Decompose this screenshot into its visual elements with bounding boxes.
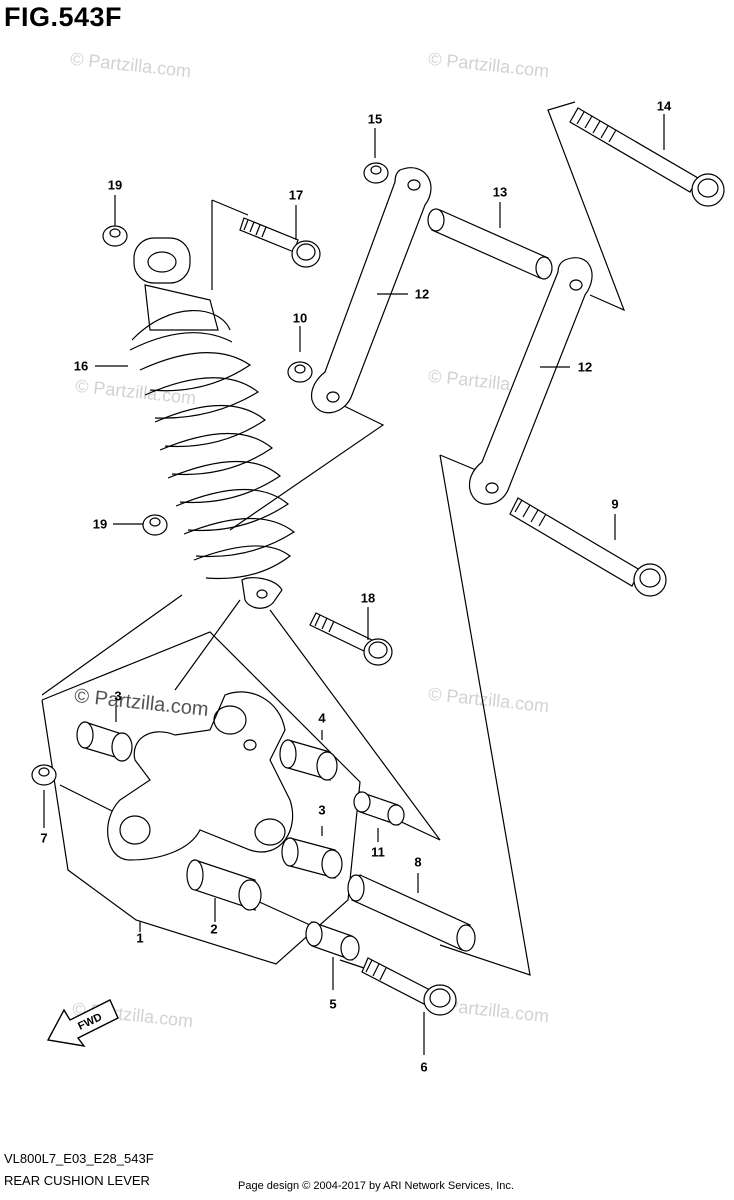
- callout-11: 11: [371, 844, 385, 860]
- callout-15: 15: [367, 111, 383, 127]
- callout-12-right: 12: [577, 359, 593, 375]
- callout-9: 9: [611, 496, 619, 512]
- cushion-lever-1: [107, 691, 294, 861]
- bolt-9: [509, 497, 667, 597]
- bearing-3-lower: [281, 837, 343, 879]
- callout-3-upper: 3: [114, 688, 122, 704]
- bolt-6: [361, 957, 457, 1016]
- nut-15: [363, 162, 389, 184]
- callout-18: 18: [360, 590, 376, 606]
- callout-7: 7: [40, 830, 48, 846]
- diagram-code: VL800L7_E03_E28_543F: [4, 1151, 154, 1166]
- callout-17: 17: [288, 187, 304, 203]
- bearing-4: [279, 739, 338, 781]
- fwd-arrow-icon: FWD: [46, 999, 119, 1047]
- leader-line: [41, 594, 183, 696]
- figure-title: FIG.543F: [4, 2, 123, 32]
- leader-line: [211, 199, 249, 216]
- bolt-17: [239, 217, 321, 268]
- section-name: REAR CUSHION LEVER: [4, 1173, 150, 1188]
- callout-19-lower: 19: [92, 516, 108, 532]
- callout-13: 13: [492, 184, 508, 200]
- leader-line: [439, 454, 477, 471]
- nut-19-lower: [142, 514, 168, 536]
- collar-5: [305, 921, 360, 961]
- callout-14: 14: [656, 98, 672, 114]
- leader-line: [174, 599, 241, 691]
- bearing-3-upper: [76, 721, 133, 762]
- callout-6: 6: [420, 1059, 428, 1075]
- nut-7: [31, 764, 57, 786]
- callout-16: 16: [73, 358, 89, 374]
- link-rod-12-right: [468, 257, 593, 505]
- callout-8: 8: [414, 854, 422, 870]
- page-credit: Page design © 2004-2017 by ARI Network S…: [238, 1180, 514, 1192]
- nut-10: [287, 361, 313, 383]
- sleeve-13: [427, 208, 553, 280]
- callout-1: 1: [136, 930, 144, 946]
- callout-10: 10: [292, 310, 308, 326]
- leader-line: [439, 454, 531, 976]
- callout-3-lower: 3: [318, 802, 326, 818]
- bearing-2: [186, 859, 262, 911]
- shock-absorber-16: [129, 237, 296, 609]
- collar-11: [353, 791, 405, 826]
- callout-5: 5: [329, 996, 337, 1012]
- spacer-8: [347, 874, 476, 952]
- leader-line: [254, 899, 311, 926]
- leader-line: [229, 404, 385, 531]
- nut-19-upper: [102, 225, 128, 247]
- link-rod-12-left: [310, 167, 432, 414]
- callout-12-left: 12: [414, 286, 430, 302]
- bolt-14: [569, 107, 725, 207]
- callout-2: 2: [210, 921, 218, 937]
- leader-line: [547, 101, 626, 312]
- bolt-18: [309, 612, 393, 666]
- callout-4: 4: [318, 710, 326, 726]
- callout-19-upper: 19: [107, 177, 123, 193]
